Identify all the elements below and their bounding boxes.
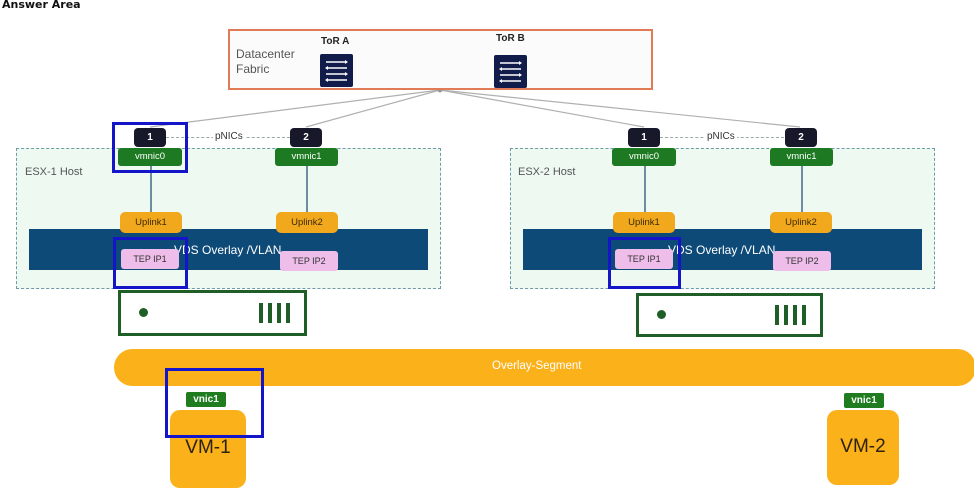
- esx1-host-label: ESX-1 Host: [25, 166, 83, 178]
- esx2-pnic-2[interactable]: 2: [785, 128, 817, 147]
- vm2-vnic1[interactable]: vnic1: [844, 393, 884, 408]
- tor-b-label: ToR B: [496, 33, 525, 44]
- answer-area-title: Answer Area: [2, 0, 81, 11]
- datacenter-fabric: [228, 29, 653, 90]
- esx1-pnics-label: pNICs: [213, 131, 245, 142]
- esx2-path2-line: [801, 166, 803, 256]
- vm2[interactable]: VM-2: [827, 410, 899, 485]
- fabric-label-line1: Datacenter: [236, 47, 295, 61]
- link-esx1-pnic2: [305, 89, 441, 128]
- tor-a-switch-icon[interactable]: [320, 54, 353, 87]
- esx1-pnic-1[interactable]: 1: [134, 128, 166, 147]
- esx1-vmnic0-selection-box[interactable]: [112, 122, 188, 173]
- server-bar: [802, 305, 806, 325]
- esx1-vds: [29, 229, 428, 270]
- fabric-label-line2: Fabric: [236, 62, 270, 76]
- esx2-uplink1[interactable]: Uplink1: [613, 212, 675, 233]
- esx2-vds-label: VDS Overlay /VLAN: [668, 243, 776, 257]
- esx2-pnic-1[interactable]: 1: [628, 128, 660, 147]
- esx1-path2-line: [306, 166, 308, 256]
- vm1[interactable]: VM-1: [170, 410, 246, 488]
- esx2-path1-line: [644, 166, 646, 256]
- esx1-vmnic0[interactable]: vmnic0: [118, 148, 182, 166]
- server-bar: [277, 303, 281, 323]
- esx1-vds-label: VDS Overlay /VLAN: [174, 243, 282, 257]
- esx1-server-icon: [118, 290, 307, 336]
- tor-b-switch-icon[interactable]: [494, 55, 527, 88]
- esx1-uplink1[interactable]: Uplink1: [120, 212, 182, 233]
- esx1-tep-ip2[interactable]: TEP IP2: [280, 251, 338, 271]
- esx1-path1-line: [150, 166, 152, 256]
- esx2-tep-ip1[interactable]: TEP IP1: [615, 249, 673, 269]
- esx1-tep-ip1-selection-box[interactable]: [113, 237, 188, 289]
- esx2-host-label: ESX-2 Host: [518, 166, 576, 178]
- link-esx1-pnic1: [149, 89, 441, 128]
- esx1-vmnic1[interactable]: vmnic1: [275, 148, 338, 166]
- server-bar: [268, 303, 272, 323]
- server-led: [657, 310, 666, 319]
- overlay-segment: [114, 349, 974, 386]
- esx1-uplink2[interactable]: Uplink2: [276, 212, 338, 233]
- esx1-tep-ip1[interactable]: TEP IP1: [121, 249, 179, 269]
- vm1-vnic1-selection-box[interactable]: [165, 368, 264, 438]
- esx2-server-icon: [636, 293, 823, 337]
- server-bar: [775, 305, 779, 325]
- server-bar: [259, 303, 263, 323]
- tor-a-label: ToR A: [321, 36, 350, 47]
- vm2-label: VM-2: [840, 436, 886, 457]
- vm1-label: VM-1: [185, 437, 231, 458]
- esx2-tep-ip1-selection-box[interactable]: [608, 237, 681, 289]
- esx2-uplink2[interactable]: Uplink2: [770, 212, 832, 233]
- overlay-segment-label: Overlay-Segment: [492, 360, 582, 372]
- esx1-pnic-2[interactable]: 2: [290, 128, 322, 147]
- esx2-vmnic0[interactable]: vmnic0: [612, 148, 676, 166]
- esx2-vds: [523, 229, 922, 270]
- vm1-vnic1[interactable]: vnic1: [186, 392, 226, 407]
- esx2-tep-ip2[interactable]: TEP IP2: [773, 251, 831, 271]
- fabric-label: Datacenter Fabric: [236, 47, 295, 77]
- server-bar: [286, 303, 290, 323]
- link-esx2-pnic2: [439, 89, 801, 128]
- esx2-vmnic1[interactable]: vmnic1: [770, 148, 833, 166]
- esx2-pnics-label: pNICs: [705, 131, 737, 142]
- server-bar: [784, 305, 788, 325]
- server-bar: [793, 305, 797, 325]
- link-esx2-pnic1: [439, 89, 645, 128]
- server-led: [139, 308, 148, 317]
